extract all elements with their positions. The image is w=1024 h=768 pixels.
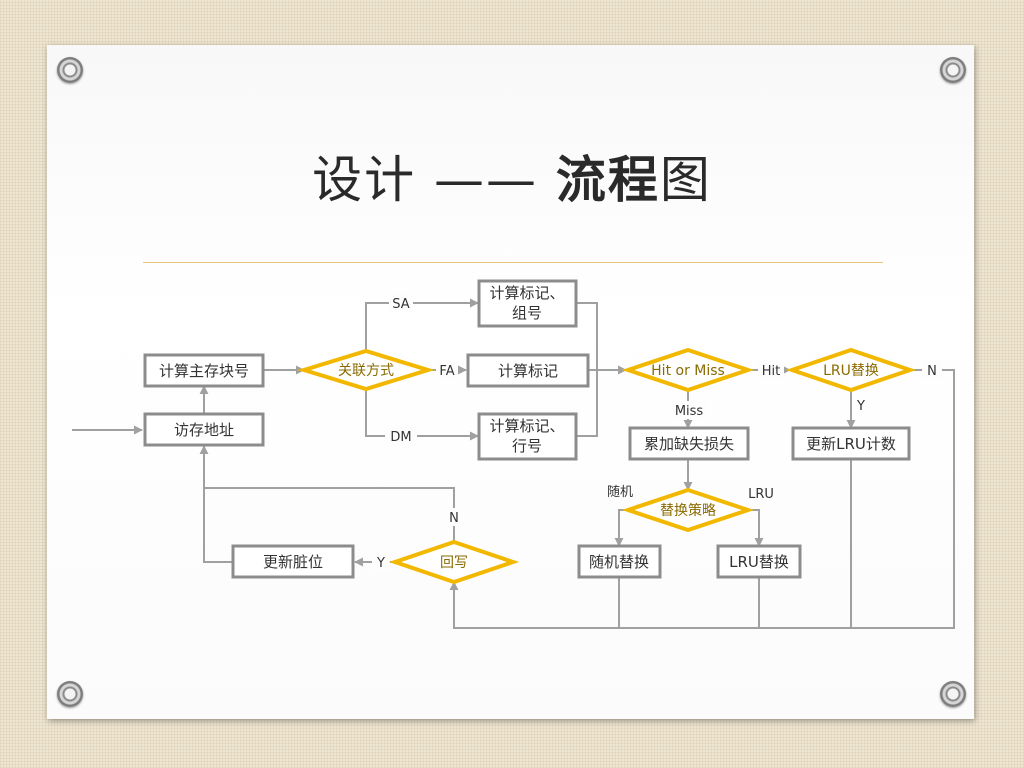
node-access-addr: 访存地址 [174,421,234,439]
box-dm [477,412,578,461]
edge-sa [365,298,479,352]
edge-random [614,509,628,547]
node-lru-replace2: LRU替换 [729,553,789,571]
label-wb-y: Y [376,556,385,571]
node-dm-line1: 计算标记、 [489,417,564,435]
diamond-assoc [297,348,435,392]
slide-title: 设计 —— 流程图 [0,140,1024,212]
node-random-replace: 随机替换 [589,553,649,571]
edge-wb-n [199,445,455,542]
label-sa: SA [392,297,409,312]
rivet-top-left [57,57,83,83]
box-update-dirty [231,544,355,579]
diamond-policy [621,487,755,533]
node-fa: 计算标记 [498,362,558,380]
node-sa-line1: 计算标记、 [489,284,564,302]
node-lru-replace: LRU替换 [823,362,879,379]
edge-labels: SA FA DM Hit Miss N Y 随机 LRU N Y [372,294,942,571]
box-calc-block [143,353,265,388]
edge-dirty-back [203,488,232,563]
label-hit: Hit [762,364,780,379]
diamond-writeback [388,539,520,585]
label-lru-y: Y [856,399,865,414]
box-access-addr [143,412,265,447]
title-divider [143,262,883,263]
box-random-replace [577,544,662,579]
node-writeback: 回写 [440,555,468,571]
node-labels: 计算主存块号 访存地址 关联方式 计算标记、 组号 计算标记 计算标记、 行号 … [159,284,896,571]
node-calc-block: 计算主存块号 [159,362,249,380]
box-accum-miss [628,426,750,461]
node-assoc: 关联方式 [338,363,394,379]
diamond-hit-miss [621,347,755,393]
title-part2: 图 [659,151,712,209]
box-update-lru [791,426,911,461]
title-bold: 流程 [555,151,660,209]
node-accum-miss: 累加缺失损失 [644,435,734,453]
box-sa [477,279,578,328]
decision-diamonds [297,347,917,585]
rivet-bottom-left [57,681,83,707]
label-random: 随机 [607,485,633,500]
process-boxes [143,279,911,579]
node-update-lru: 更新LRU计数 [806,435,896,453]
node-policy: 替换策略 [660,502,716,519]
label-dm: DM [390,430,411,445]
label-fa: FA [439,364,454,379]
connectors [72,298,955,629]
node-dm-line2: 行号 [512,437,542,455]
edge-lru [748,509,764,547]
edge-dm [365,388,479,441]
node-hit-miss: Hit or Miss [651,363,725,379]
title-part1: 设计 —— [312,151,556,209]
box-fa [466,353,590,388]
box-lru-replace2 [716,544,802,579]
label-lru-n: N [927,364,937,379]
label-lru: LRU [748,487,774,502]
rivet-bottom-right [940,681,966,707]
label-miss: Miss [675,404,704,419]
diamond-lru-replace [785,347,917,393]
node-update-dirty: 更新脏位 [263,553,323,571]
node-sa-line2: 组号 [512,304,542,322]
label-wb-n: N [449,511,459,526]
rivet-top-right [940,57,966,83]
